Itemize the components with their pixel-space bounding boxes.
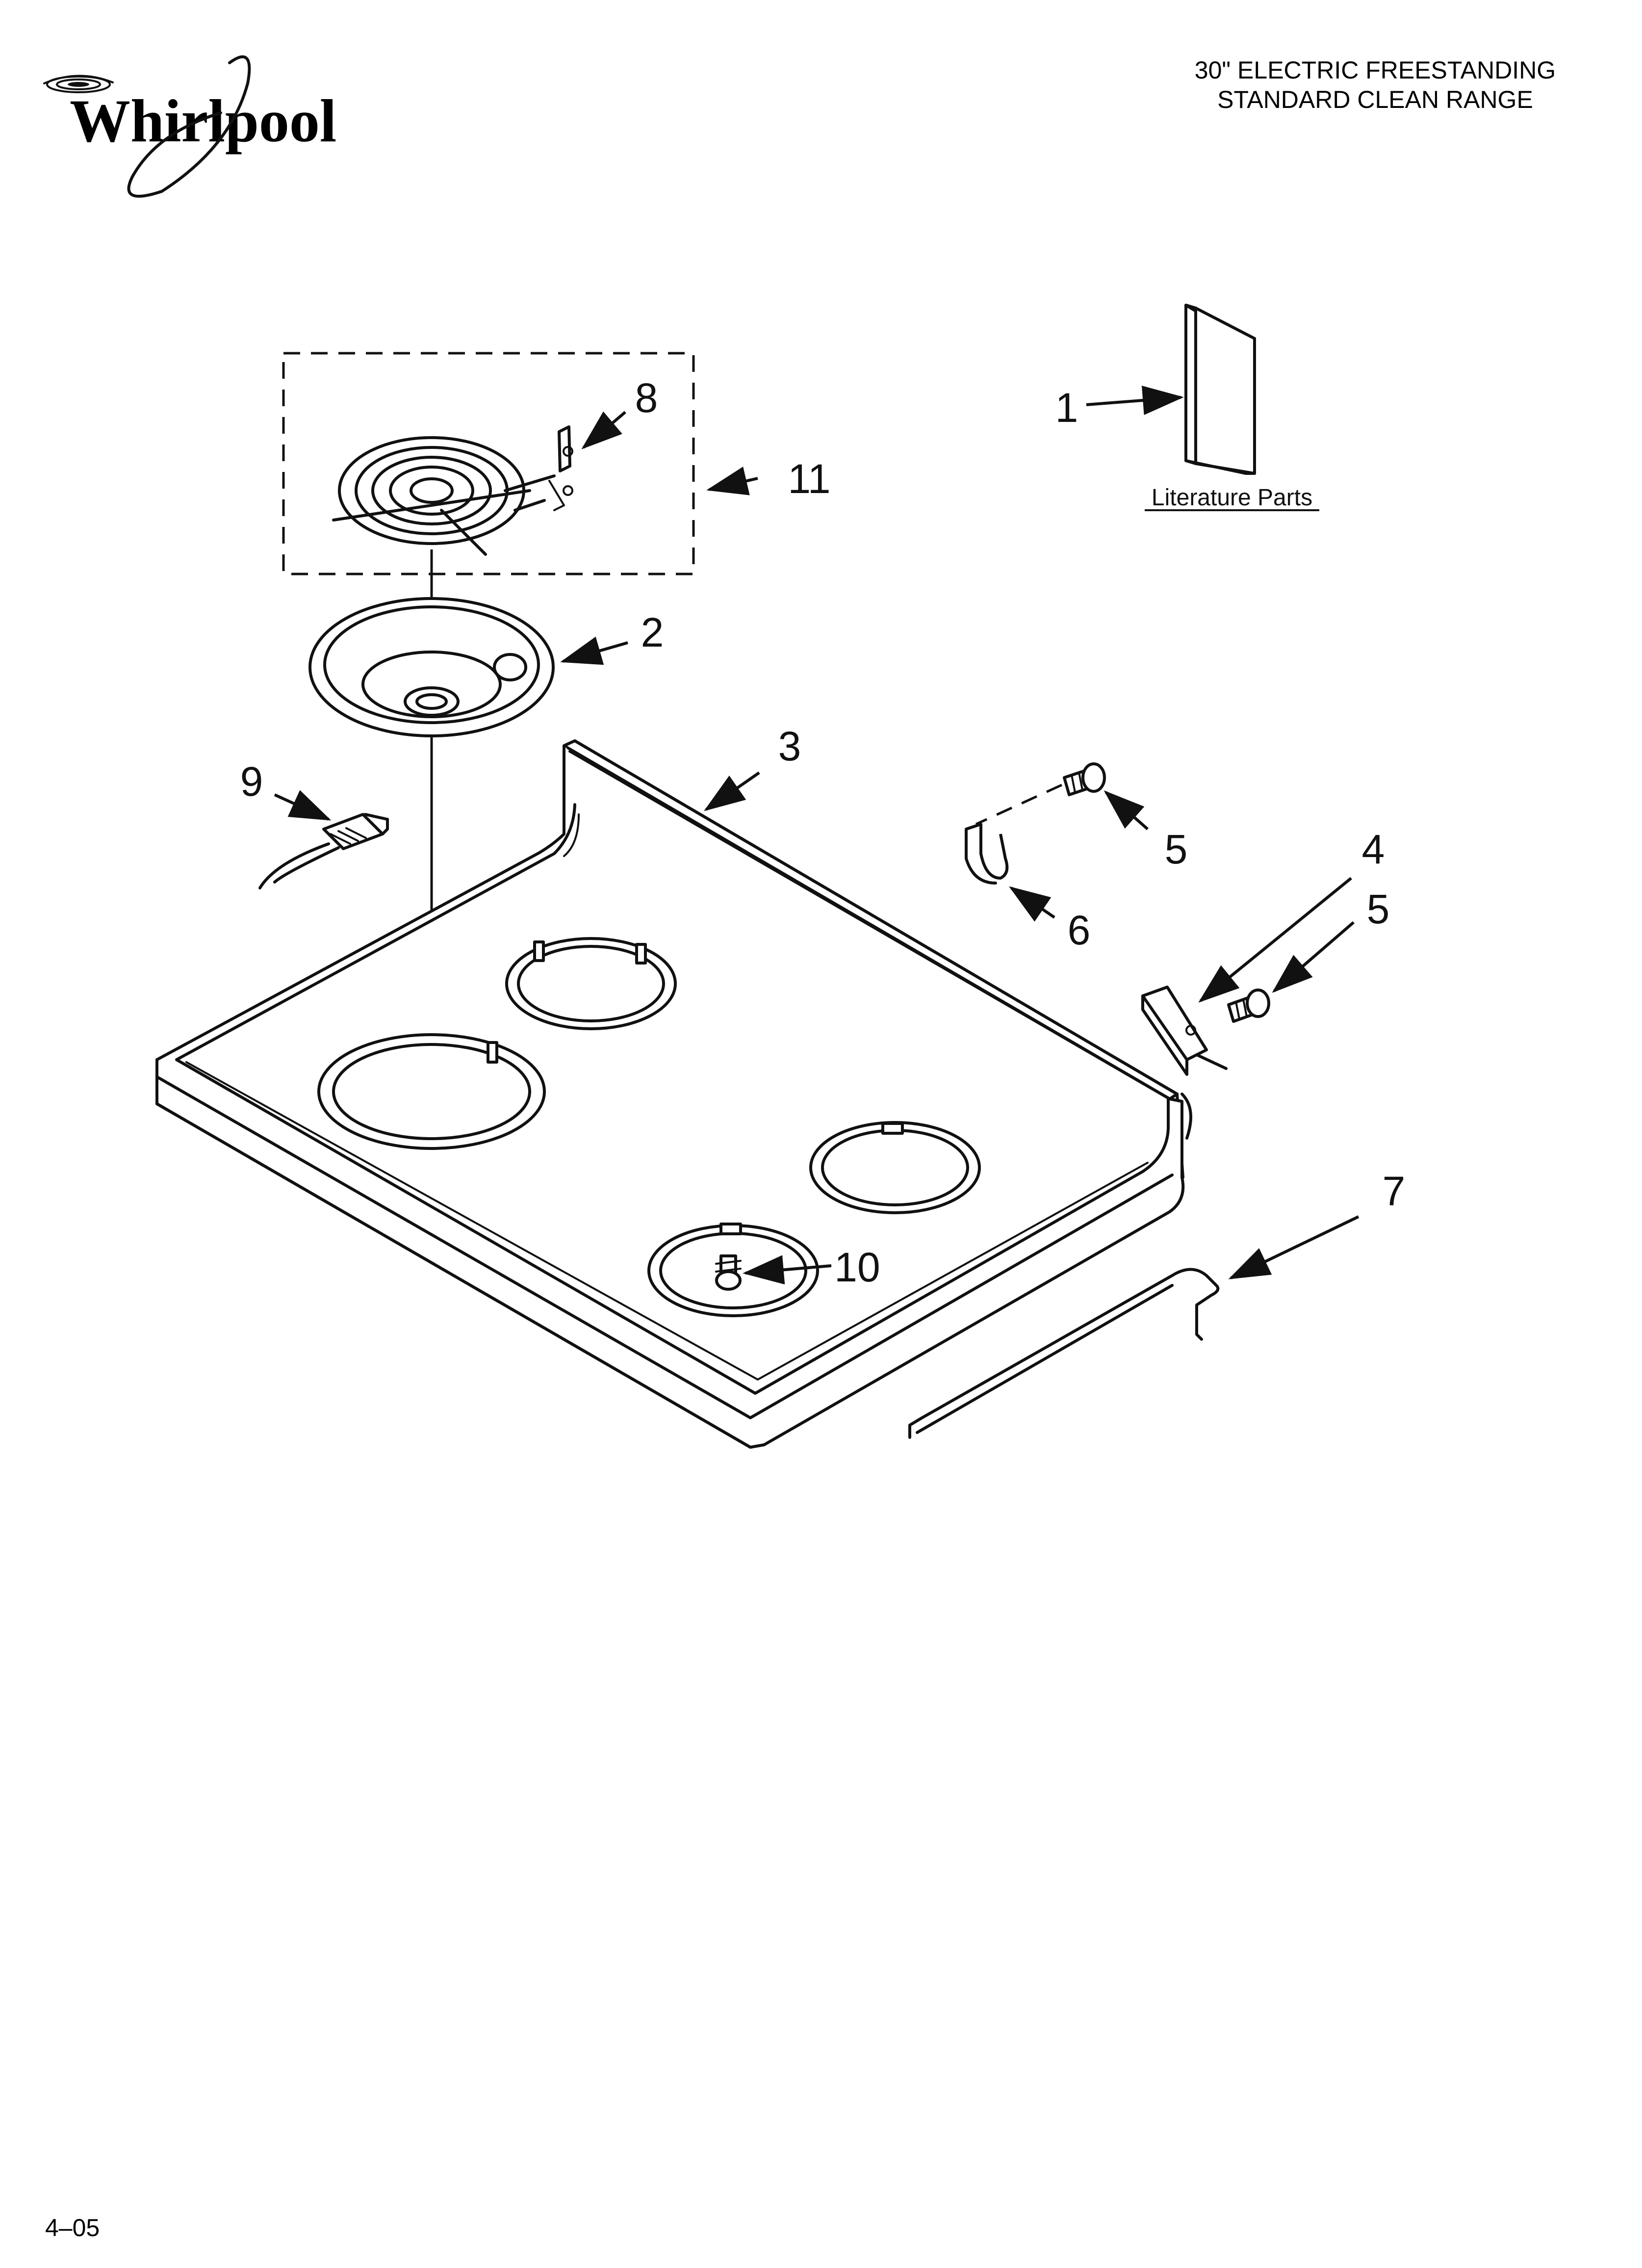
element-assembly-box [282,352,695,575]
screw-10 [715,1254,742,1291]
diagram-title-line2: STANDARD CLEAN RANGE [1217,86,1533,113]
maintop [155,739,1192,1449]
literature-booklet [1184,304,1256,475]
screw-5-upper [1063,762,1106,796]
callout-6: 6 [1068,907,1091,953]
wire-connector [258,813,389,889]
callout-5-upper: 5 [1165,826,1188,872]
callout-5-lower: 5 [1367,886,1390,932]
screw-5-lower [1227,989,1270,1023]
anti-tip-bracket [1141,986,1228,1076]
callout-7: 7 [1383,1168,1406,1214]
date-code: 4–05 [45,2214,100,2242]
literature-parts-caption: Literature Parts [1152,485,1312,511]
logo-wordmark: Whirlpool [70,87,336,155]
callout-10: 10 [834,1244,880,1290]
terminal-block [548,425,573,511]
callout-3: 3 [778,723,801,769]
diagram-title-line1: 30" ELECTRIC FREESTANDING [1195,56,1556,84]
callout-8: 8 [635,375,658,421]
whirlpool-logo: Whirlpool [43,55,336,198]
callout-2: 2 [641,609,664,655]
drip-bowl [308,597,555,737]
wire-clamp [965,823,1009,885]
callout-1: 1 [1055,385,1078,431]
callout-9: 9 [240,758,263,805]
callout-4: 4 [1362,826,1385,872]
callout-11: 11 [788,456,830,502]
support-rod [908,1268,1220,1439]
surface-element-coil [332,436,556,556]
